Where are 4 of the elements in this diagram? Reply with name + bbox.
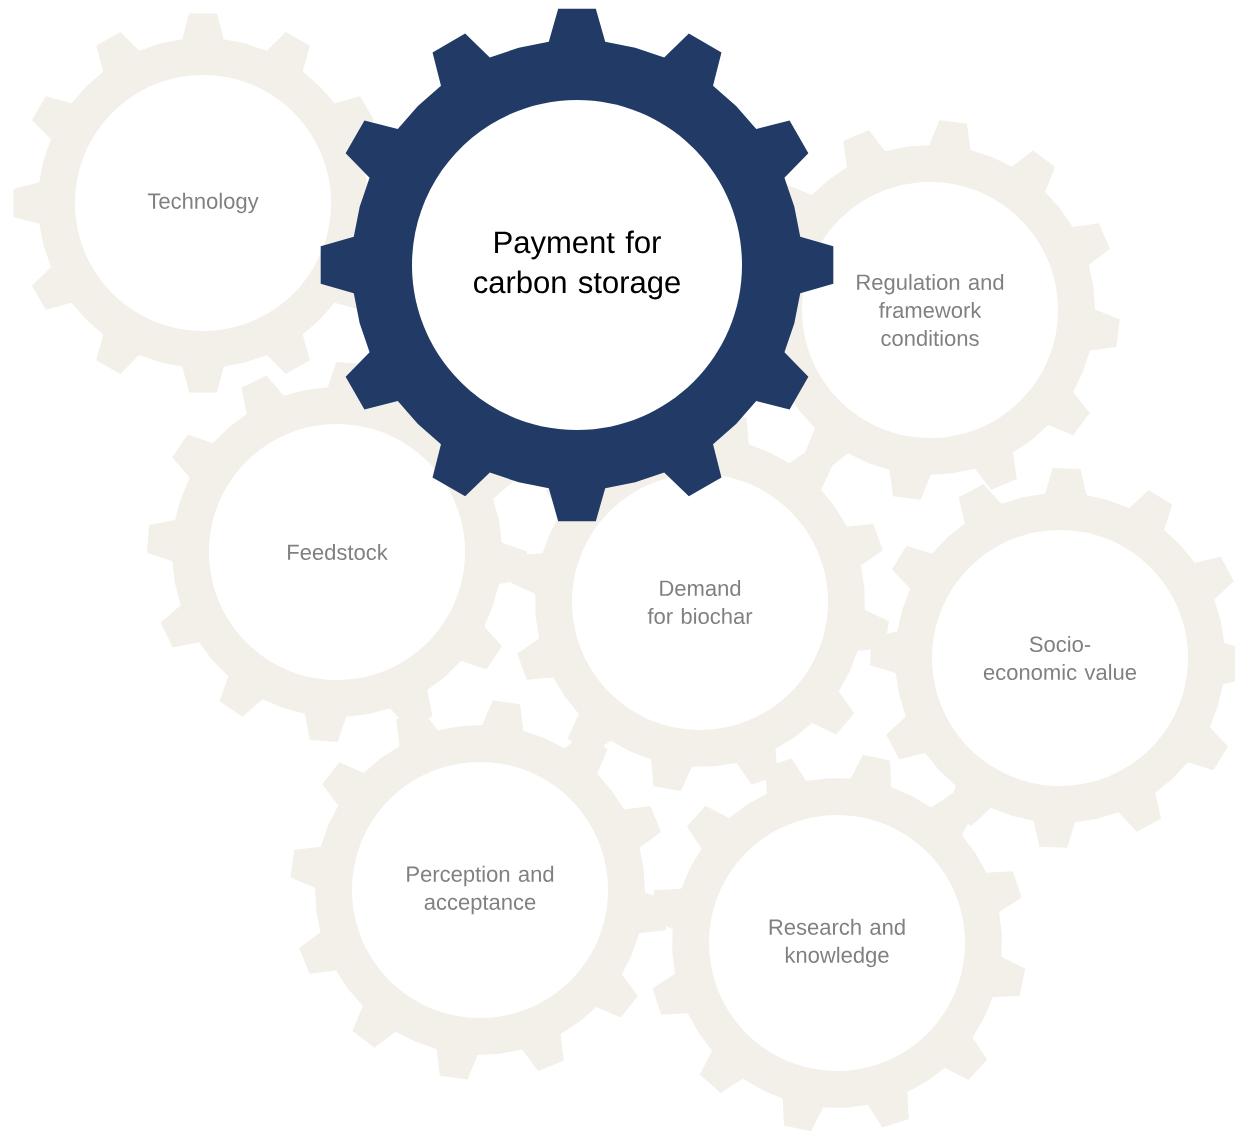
gear: Payment for carbon storage: [320, 8, 834, 522]
gear: Socio-economic value: [870, 468, 1235, 848]
gear: Research and knowledge: [648, 754, 1026, 1132]
gear: Perception and acceptance: [290, 700, 670, 1080]
